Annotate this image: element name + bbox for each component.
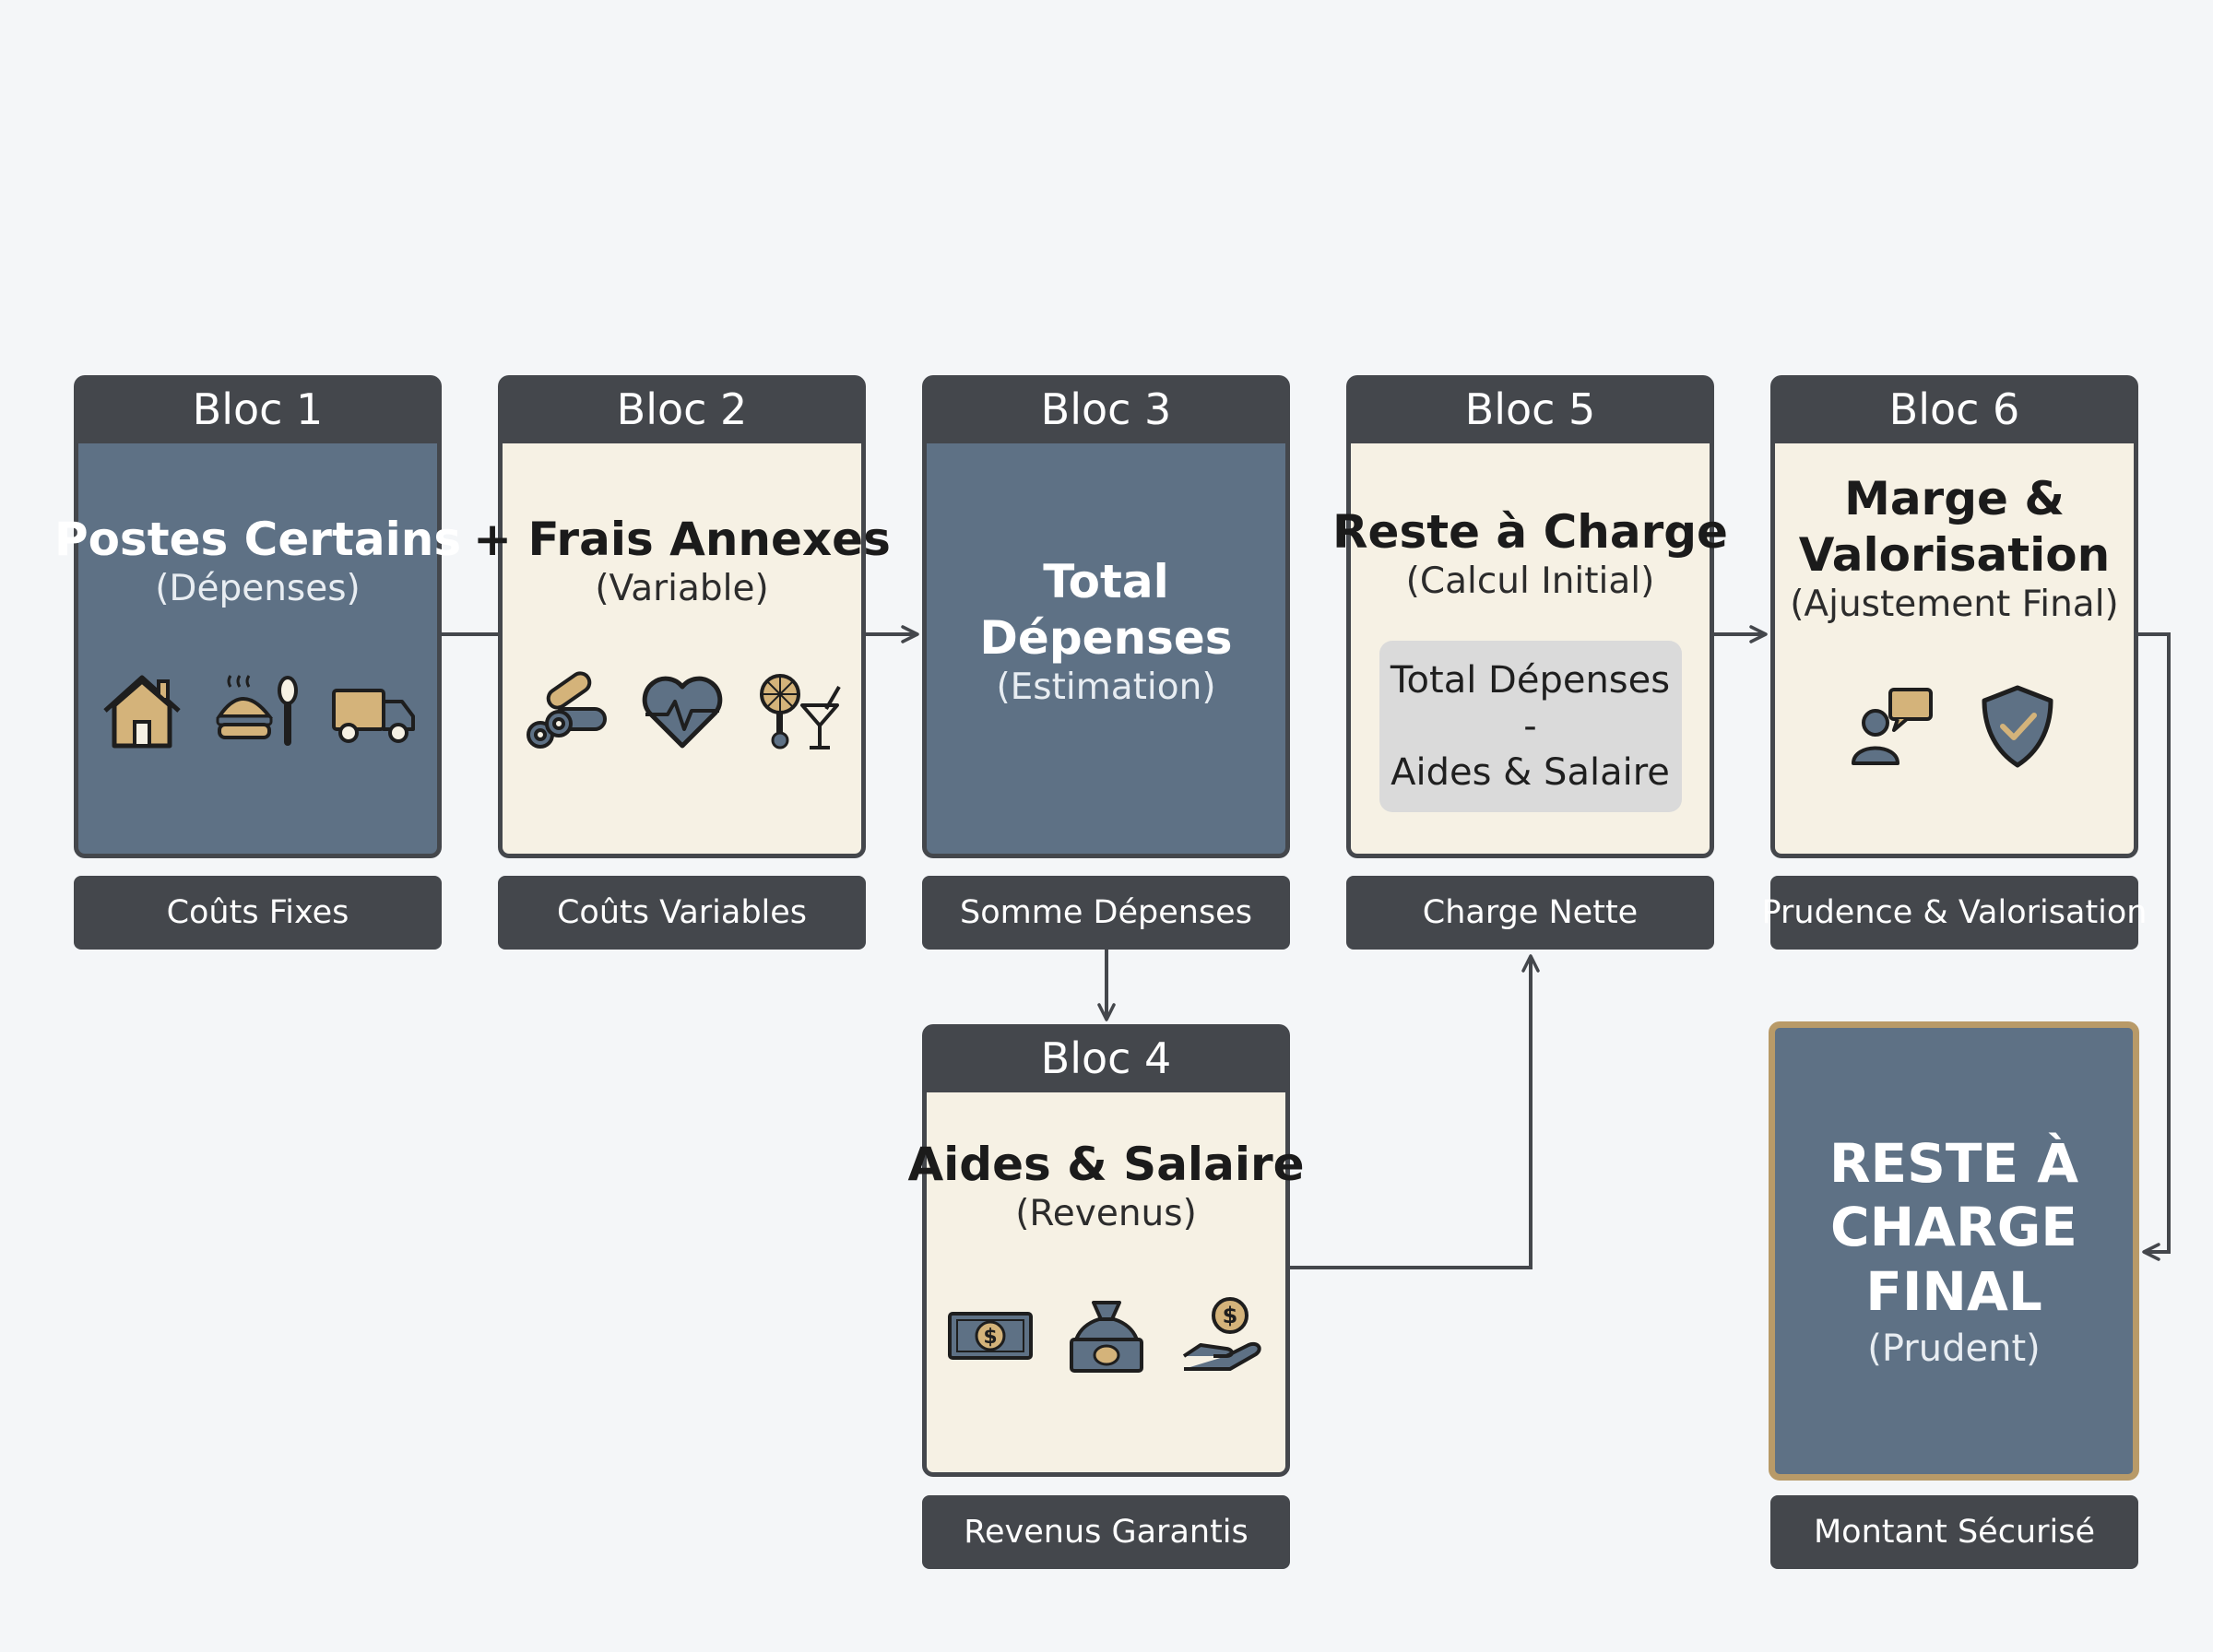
bloc-2-subtitle: (Variable) xyxy=(595,568,769,609)
bloc-5-body: Reste à Charge (Calcul Initial) Total Dé… xyxy=(1332,443,1728,858)
bloc-3-subtitle: (Estimation) xyxy=(996,667,1216,708)
bloc-2-body: + Frais Annexes (Variable) xyxy=(473,443,891,858)
shield-check-icon xyxy=(1982,685,2053,768)
bloc-5: Bloc 5 Reste à Charge (Calcul Initial) T… xyxy=(1332,375,1728,858)
bloc-4: Bloc 4 Aides & Salaire (Revenus) $ $ xyxy=(907,1024,1305,1477)
bloc-1-body: Postes Certains (Dépenses) xyxy=(54,443,461,858)
formula-box: Total Dépenses - Aides & Salaire xyxy=(1379,640,1682,812)
formula-operator: - xyxy=(1523,704,1537,748)
bloc-5-header: Bloc 5 xyxy=(1346,375,1714,443)
bloc-2-header: Bloc 2 xyxy=(498,375,866,443)
bloc-3-header: Bloc 3 xyxy=(922,375,1290,443)
bloc-1-label: Coûts Fixes xyxy=(74,876,442,950)
house-icon xyxy=(102,675,181,749)
bloc-6-subtitle: (Ajustement Final) xyxy=(1790,584,2119,625)
bloc-5-subtitle: (Calcul Initial) xyxy=(1405,560,1655,602)
bloc-6-title-line1: Marge & xyxy=(1844,472,2065,525)
truck-icon xyxy=(331,688,415,743)
bloc-2-label: Coûts Variables xyxy=(498,876,866,950)
formula-line-1: Total Dépenses xyxy=(1390,658,1671,702)
svg-text:$: $ xyxy=(1222,1303,1237,1328)
bloc-4-body: Aides & Salaire (Revenus) $ $ xyxy=(907,1092,1305,1477)
bloc-1-header: Bloc 1 xyxy=(74,375,442,443)
money-bag-icon xyxy=(1069,1300,1143,1373)
leisure-icon xyxy=(759,673,841,749)
final-subtitle: (Prudent) xyxy=(1867,1328,2041,1371)
bloc-4-icons: $ $ xyxy=(946,1292,1267,1380)
arrow-b6-final xyxy=(2137,632,2171,1261)
logs-icon xyxy=(526,671,607,749)
bloc-3-label: Somme Dépenses xyxy=(922,876,1290,950)
bloc-1-icons xyxy=(98,667,419,755)
bloc-1: Bloc 1 Postes Certains (Dépenses) xyxy=(54,375,461,858)
banknote-icon: $ xyxy=(947,1311,1033,1360)
bloc-2-title: + Frais Annexes xyxy=(473,513,891,566)
bloc-1-title: Postes Certains xyxy=(53,513,462,566)
bloc-3: Bloc 3 Total Dépenses (Estimation) xyxy=(922,375,1290,858)
advisor-chat-icon xyxy=(1851,687,1933,765)
coin-hand-icon: $ xyxy=(1182,1296,1261,1371)
bloc-4-label: Revenus Garantis xyxy=(922,1495,1290,1569)
formula-line-2: Aides & Salaire xyxy=(1391,750,1670,794)
bloc-6-label: Prudence & Valorisation xyxy=(1762,876,2147,950)
heart-pulse-icon xyxy=(642,676,722,749)
bloc-6: Bloc 6 Marge & Valorisation (Ajustement … xyxy=(1770,375,2138,858)
bloc-6-title-line2: Valorisation xyxy=(1798,528,2111,582)
bloc-4-title: Aides & Salaire xyxy=(907,1138,1305,1191)
bloc-6-body: Marge & Valorisation (Ajustement Final) xyxy=(1770,443,2138,858)
bloc-2-icons xyxy=(522,667,843,755)
bloc-6-header: Bloc 6 xyxy=(1770,375,2138,443)
final-result-box: RESTE À CHARGE FINAL (Prudent) xyxy=(1769,1021,2139,1481)
bloc-4-header: Bloc 4 xyxy=(922,1024,1290,1092)
bloc-2: Bloc 2 + Frais Annexes (Variable) xyxy=(473,375,891,858)
bloc-5-label: Charge Nette xyxy=(1346,876,1714,950)
svg-text:$: $ xyxy=(983,1326,997,1349)
bloc-1-subtitle: (Dépenses) xyxy=(155,568,361,609)
meal-icon xyxy=(215,674,298,746)
final-label: Montant Sécurisé xyxy=(1770,1495,2138,1569)
final-title-line1: RESTE À xyxy=(1828,1131,2079,1195)
bloc-3-body: Total Dépenses (Estimation) xyxy=(922,443,1290,858)
bloc-3-title-line2: Dépenses xyxy=(979,611,1233,665)
bloc-5-title: Reste à Charge xyxy=(1332,505,1728,559)
bloc-4-subtitle: (Revenus) xyxy=(1015,1193,1197,1234)
bloc-6-icons xyxy=(1848,682,2062,771)
bloc-3-title-line1: Total xyxy=(1043,555,1169,608)
arrow-b4-b5 xyxy=(1289,954,1540,1269)
final-title-line2: CHARGE xyxy=(1830,1196,2077,1259)
final-title-line3: FINAL xyxy=(1865,1259,2042,1323)
